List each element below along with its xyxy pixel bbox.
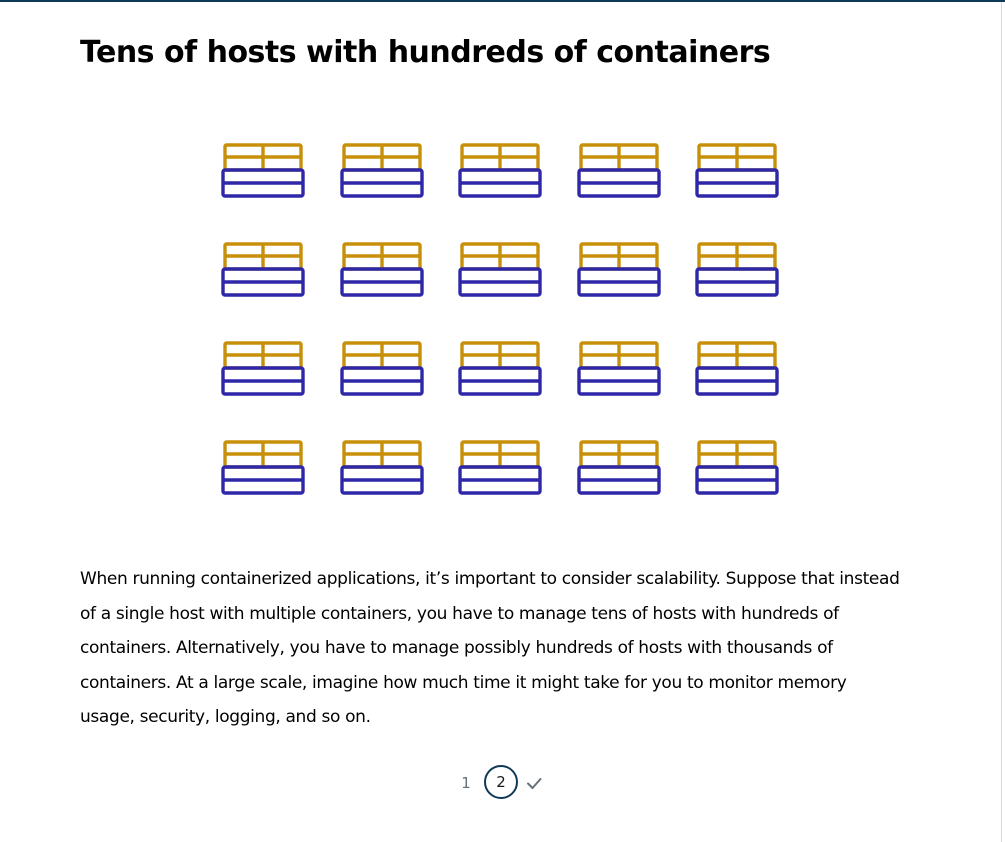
- host-server: [340, 267, 424, 297]
- host-server: [695, 168, 779, 198]
- host-with-containers-icon: [458, 142, 542, 200]
- container-stack: [342, 143, 422, 172]
- host-server: [458, 168, 542, 198]
- host-with-containers-icon: [695, 340, 779, 398]
- host-server: [577, 267, 661, 297]
- top-border: [0, 0, 1005, 2]
- host-with-containers-icon: [458, 241, 542, 299]
- host-server: [340, 168, 424, 198]
- host-server: [695, 267, 779, 297]
- host-server: [695, 366, 779, 396]
- host-with-containers-icon: [221, 241, 305, 299]
- host-server: [577, 168, 661, 198]
- container-stack: [223, 242, 303, 271]
- host-with-containers-icon: [221, 340, 305, 398]
- host-server: [340, 366, 424, 396]
- host-server: [458, 465, 542, 495]
- host-with-containers-icon: [221, 439, 305, 497]
- host-server: [577, 465, 661, 495]
- host-with-containers-icon: [458, 340, 542, 398]
- container-stack: [697, 341, 777, 370]
- host-with-containers-icon: [695, 142, 779, 200]
- hosts-illustration: [221, 142, 781, 498]
- page-2-button-current[interactable]: 2: [484, 765, 518, 799]
- container-stack: [697, 440, 777, 469]
- host-server: [221, 168, 305, 198]
- page-1-button[interactable]: 1: [461, 774, 471, 792]
- checkmark-icon[interactable]: [525, 774, 543, 792]
- host-with-containers-icon: [577, 439, 661, 497]
- container-stack: [579, 242, 659, 271]
- right-border: [1001, 2, 1002, 842]
- host-server: [695, 465, 779, 495]
- page-title: Tens of hosts with hundreds of container…: [80, 35, 771, 70]
- host-with-containers-icon: [695, 439, 779, 497]
- container-stack: [460, 242, 540, 271]
- host-with-containers-icon: [340, 340, 424, 398]
- pagination: 1 2: [455, 765, 555, 801]
- host-with-containers-icon: [221, 142, 305, 200]
- lesson-body-text: When running containerized applications,…: [80, 569, 900, 727]
- container-stack: [460, 341, 540, 370]
- host-with-containers-icon: [577, 241, 661, 299]
- host-with-containers-icon: [340, 142, 424, 200]
- container-stack: [579, 143, 659, 172]
- host-server: [340, 465, 424, 495]
- host-with-containers-icon: [340, 439, 424, 497]
- container-stack: [579, 440, 659, 469]
- host-server: [458, 267, 542, 297]
- container-stack: [223, 440, 303, 469]
- container-stack: [579, 341, 659, 370]
- host-server: [221, 465, 305, 495]
- container-stack: [342, 242, 422, 271]
- host-with-containers-icon: [695, 241, 779, 299]
- host-with-containers-icon: [458, 439, 542, 497]
- container-stack: [223, 341, 303, 370]
- host-server: [221, 366, 305, 396]
- container-stack: [223, 143, 303, 172]
- host-server: [577, 366, 661, 396]
- container-stack: [460, 440, 540, 469]
- host-with-containers-icon: [340, 241, 424, 299]
- container-stack: [342, 341, 422, 370]
- container-stack: [342, 440, 422, 469]
- container-stack: [697, 242, 777, 271]
- host-with-containers-icon: [577, 340, 661, 398]
- container-stack: [460, 143, 540, 172]
- container-stack: [697, 143, 777, 172]
- host-with-containers-icon: [577, 142, 661, 200]
- host-server: [458, 366, 542, 396]
- host-server: [221, 267, 305, 297]
